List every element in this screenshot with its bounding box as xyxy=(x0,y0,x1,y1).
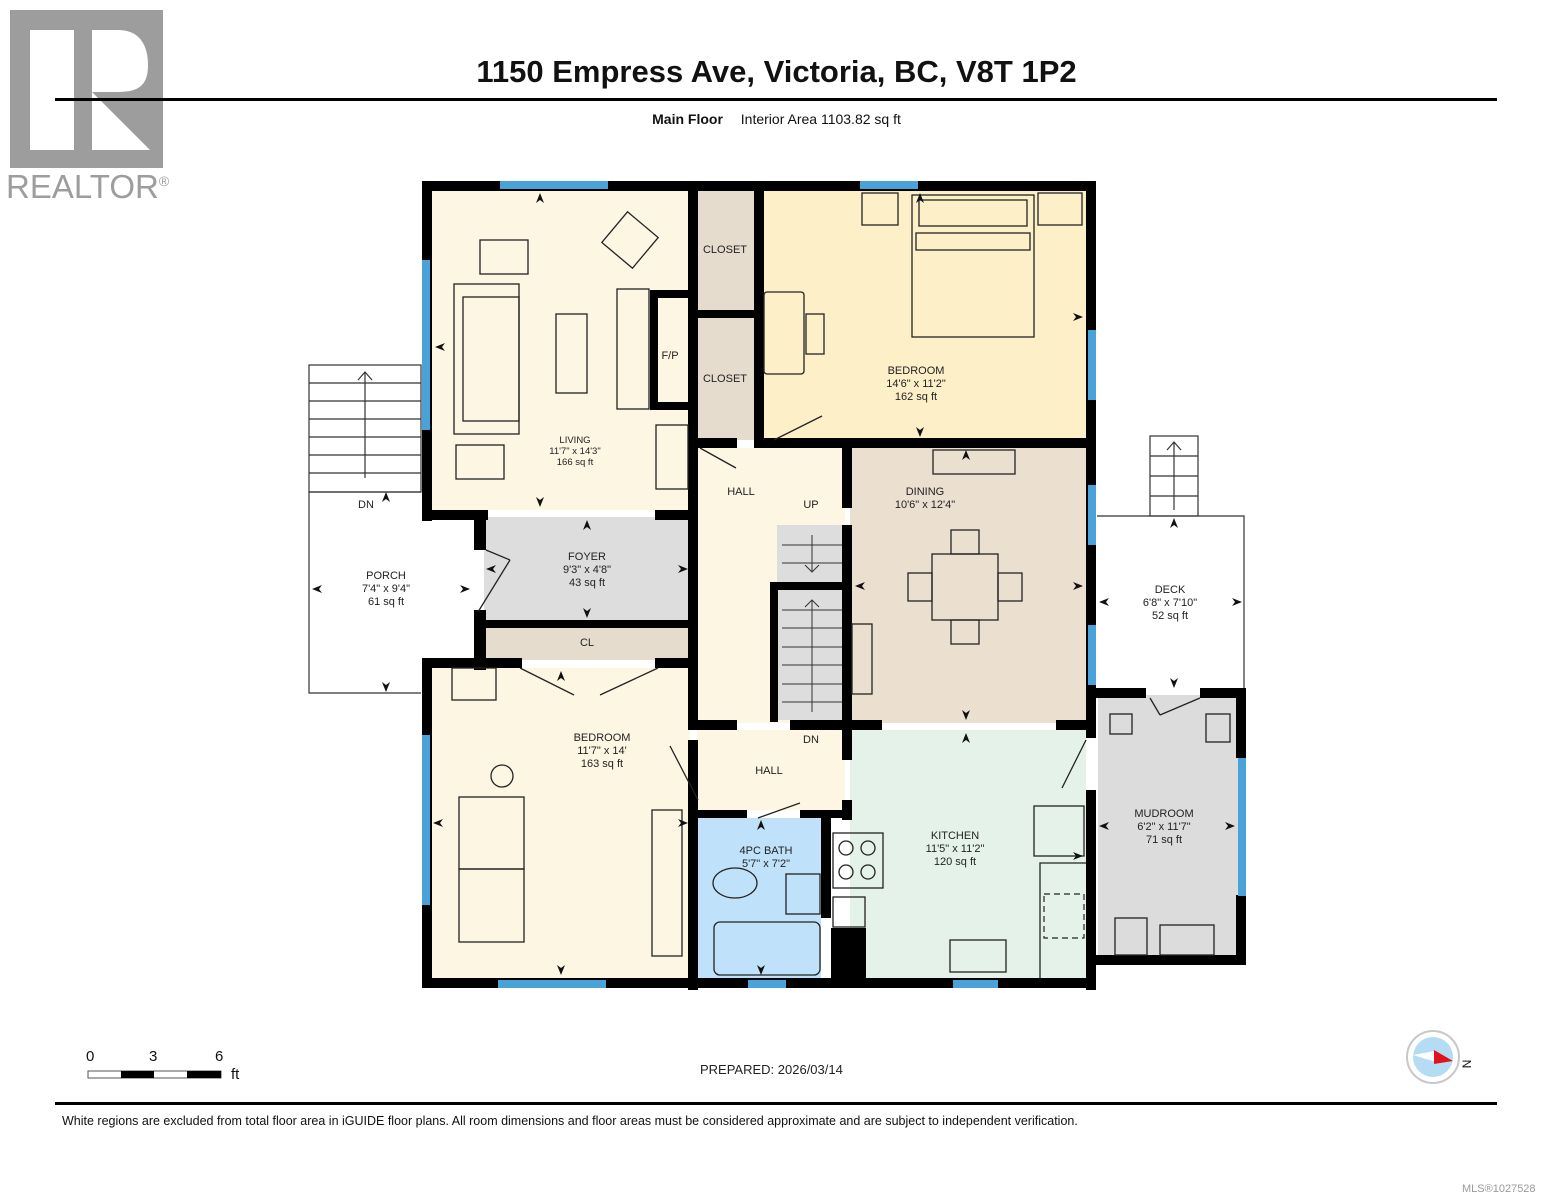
floor-summary: Main Floor Interior Area 1103.82 sq ft xyxy=(0,111,1553,127)
disclaimer: White regions are excluded from total fl… xyxy=(62,1114,1078,1128)
prepared-date: PREPARED: 2026/03/14 xyxy=(700,1062,843,1077)
room-hall-2 xyxy=(697,730,845,810)
mls-number: MLS®1027528 xyxy=(1462,1183,1536,1195)
room-label-closet-1: CLOSET xyxy=(702,244,748,256)
room-bedroom-2 xyxy=(430,668,690,978)
room-closet-2 xyxy=(697,318,755,440)
room-dining xyxy=(850,448,1086,723)
room-closet-1 xyxy=(697,190,755,310)
page-title: 1150 Empress Ave, Victoria, BC, V8T 1P2 xyxy=(476,54,1077,89)
header-divider xyxy=(55,98,1497,101)
room-label-stairs-up: UP xyxy=(803,499,819,511)
room-foyer xyxy=(484,517,690,621)
scale-tick-3: 3 xyxy=(149,1048,158,1065)
interior-area: Interior Area 1103.82 sq ft xyxy=(740,111,901,127)
room-living xyxy=(430,190,690,510)
room-bath xyxy=(697,818,821,978)
realtor-r-logo-icon xyxy=(30,30,150,150)
scale-bar xyxy=(87,1070,222,1079)
room-mudroom xyxy=(1098,695,1238,957)
room-label-closet-cl: CL xyxy=(579,637,595,649)
room-label-hall-1: HALL xyxy=(727,486,755,498)
room-kitchen xyxy=(850,730,1086,978)
compass-north-label: N xyxy=(1459,1059,1474,1069)
scale-unit: ft xyxy=(231,1066,240,1083)
floor-name: Main Floor xyxy=(652,111,723,127)
scale-tick-6: 6 xyxy=(215,1048,224,1065)
realtor-wordmark: REALTOR® xyxy=(6,168,170,205)
scale-tick-0: 0 xyxy=(86,1048,95,1065)
compass-icon xyxy=(1406,1030,1460,1084)
room-label-fireplace: F/P xyxy=(661,350,679,362)
room-bedroom-1 xyxy=(762,190,1086,440)
room-label-stairs-down: DN xyxy=(803,734,819,746)
realtor-logo xyxy=(10,10,163,168)
room-cl xyxy=(484,628,690,660)
room-label-closet-2: CLOSET xyxy=(702,373,748,385)
room-label-hall-2: HALL xyxy=(755,765,783,777)
room-label-porch-stairs-down: DN xyxy=(358,499,374,511)
